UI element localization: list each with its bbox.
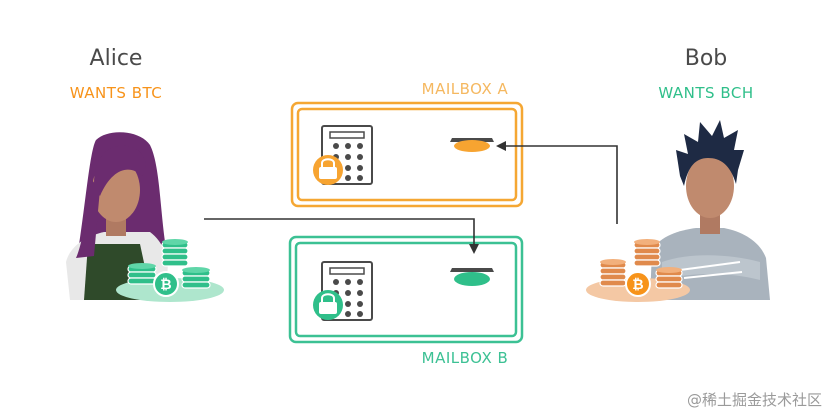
svg-text:₿: ₿ xyxy=(632,277,643,293)
mailbox-a-label: MAILBOX A xyxy=(421,80,509,98)
alice-name: Alice xyxy=(89,46,143,71)
arrow-bob-to-mailbox-a xyxy=(496,141,618,224)
mailbox-a xyxy=(290,101,524,208)
bob-coin-plate: ₿ xyxy=(586,239,690,302)
svg-text:₿: ₿ xyxy=(160,277,171,293)
bob-name: Bob xyxy=(684,46,728,71)
watermark: @稀土掘金技术社区 xyxy=(686,391,822,409)
mailbox-a-lock-icon xyxy=(313,155,343,185)
mailbox-a-slot-icon xyxy=(450,138,494,152)
mailbox-b xyxy=(288,235,524,344)
bob-wants: WANTS BCH xyxy=(658,84,754,102)
mailbox-b-slot-icon xyxy=(450,268,494,286)
alice-coin-plate: ₿ xyxy=(116,239,224,302)
arrow-alice-to-mailbox-b xyxy=(204,218,479,254)
mailbox-b-lock-icon xyxy=(313,290,343,320)
alice-wants: WANTS BTC xyxy=(69,84,163,102)
mailbox-b-label: MAILBOX B xyxy=(421,349,509,367)
